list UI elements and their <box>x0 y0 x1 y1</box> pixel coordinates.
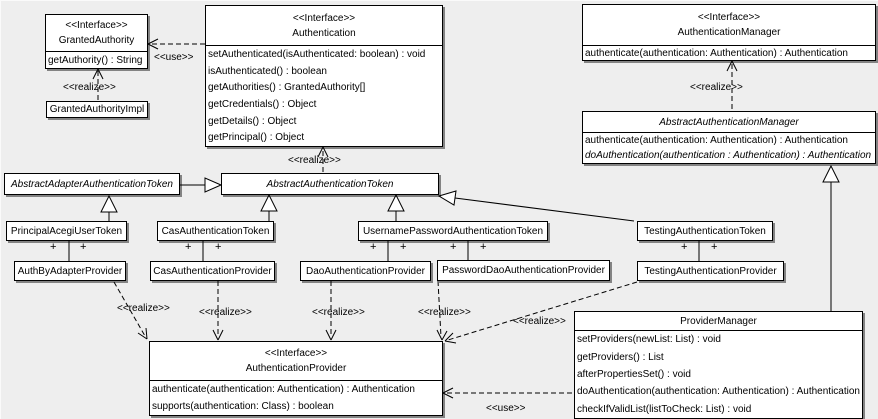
stereotype-label: <<Interface>> <box>292 12 356 24</box>
multiplicity-plus: + <box>711 241 718 253</box>
stereotype-label: <<Interface>> <box>264 348 328 359</box>
edge-generalization-testing-authentication-token[interactable] <box>437 190 635 222</box>
edge-label-realize: <<realize>> <box>199 307 252 318</box>
class-auth-by-adapter-provider[interactable]: AuthByAdapterProvider <box>14 261 126 281</box>
method: checkIfValidList(listToCheck: List) : vo… <box>577 403 752 415</box>
method: getAuthority() : String <box>48 54 143 66</box>
class-name: UsernamePasswordAuthenticationToken <box>362 225 544 237</box>
edge-label-realize: <<realize>> <box>418 307 471 318</box>
class-name: AbstractAdapterAuthenticationToken <box>11 178 173 190</box>
class-password-dao-authentication-provider[interactable]: PasswordDaoAuthenticationProvider <box>437 260 610 281</box>
class-name: GrantedAuthorityImpl <box>49 104 145 115</box>
class-dao-authentication-provider[interactable]: DaoAuthenticationProvider <box>300 261 431 281</box>
method: getAuthorities() : GrantedAuthority[] <box>208 82 366 94</box>
class-name: AuthenticationManager <box>677 27 781 38</box>
edge-label-use: <<use>> <box>154 52 194 63</box>
edge-label-realize: <<realize>> <box>117 303 170 314</box>
edge-generalization-provider-manager[interactable] <box>822 164 840 313</box>
class-name: GrantedAuthority <box>58 35 135 46</box>
edge-use-provider-manager-authentication-provider[interactable] <box>442 387 572 399</box>
class-name: PasswordDaoAuthenticationProvider <box>442 265 605 276</box>
edge-label-use: <<use>> <box>486 403 526 414</box>
class-authentication-provider[interactable]: <<Interface>> AuthenticationProvider aut… <box>149 341 443 416</box>
class-granted-authority-impl[interactable]: GrantedAuthorityImpl <box>46 101 148 118</box>
method: getProviders() : List <box>577 351 664 363</box>
edge-realize-dao-authentication-provider[interactable] <box>325 281 337 341</box>
method: getDetails() : Object <box>208 115 297 127</box>
class-name: AbstractAuthenticationToken <box>266 178 394 190</box>
class-name: AbstractAuthenticationManager <box>659 116 799 128</box>
edge-generalization-principal-acegi-user-token[interactable] <box>100 194 118 221</box>
class-name: CasAuthenticationProvider <box>153 265 272 277</box>
class-cas-authentication-token[interactable]: CasAuthenticationToken <box>157 221 274 241</box>
multiplicity-plus: + <box>50 241 57 253</box>
edge-realize-auth-by-adapter-provider[interactable] <box>113 281 148 340</box>
class-provider-manager[interactable]: ProviderManager setProviders(newList: Li… <box>574 311 863 419</box>
edge-label-realize: <<realize>> <box>312 307 365 318</box>
edge-label-realize: <<realize>> <box>690 82 743 93</box>
multiplicity-plus: + <box>480 241 487 253</box>
class-principal-acegi-user-token[interactable]: PrincipalAcegiUserToken <box>6 221 127 241</box>
class-name: Authentication <box>292 27 356 39</box>
multiplicity-plus: + <box>185 241 192 253</box>
edge-label-realize: <<realize>> <box>288 155 341 166</box>
method: setAuthenticated(isAuthenticated: boolea… <box>208 48 426 60</box>
class-testing-authentication-token[interactable]: TestingAuthenticationToken <box>637 221 773 241</box>
class-name: ProviderManager <box>680 315 757 327</box>
edge-generalization-cas-authentication-token[interactable] <box>260 193 278 221</box>
class-name: AuthenticationProvider <box>245 363 347 374</box>
class-name: TestingAuthenticationProvider <box>644 265 777 277</box>
method: doAuthentication(authentication: Authent… <box>577 386 860 398</box>
method: authenticate(authentication: Authenticat… <box>585 135 848 146</box>
multiplicity-plus: + <box>370 241 377 253</box>
multiplicity-plus: + <box>450 241 457 253</box>
edge-label-realize: <<realize>> <box>63 82 116 93</box>
edge-realize-granted-authority-impl[interactable] <box>92 68 104 100</box>
multiplicity-plus: + <box>80 241 87 253</box>
edge-label-realize: <<realize>> <box>513 316 566 327</box>
class-name: PrincipalAcegiUserToken <box>10 225 123 237</box>
multiplicity-plus: + <box>400 241 407 253</box>
method: authenticate(authentication: Authenticat… <box>585 47 848 59</box>
edge-generalization-username-password-token[interactable] <box>387 193 405 221</box>
method: supports(authentication: Class) : boolea… <box>152 401 334 412</box>
class-abstract-authentication-token[interactable]: AbstractAuthenticationToken <box>221 173 439 195</box>
class-abstract-adapter-authentication-token[interactable]: AbstractAdapterAuthenticationToken <box>4 173 180 195</box>
stereotype-label: <<Interface>> <box>697 12 761 23</box>
method: afterPropertiesSet() : void <box>577 369 691 381</box>
class-name: CasAuthenticationToken <box>161 225 270 237</box>
class-authentication[interactable]: <<Interface>> Authentication setAuthenti… <box>205 5 443 147</box>
class-granted-authority[interactable]: <<Interface>> GrantedAuthority getAuthor… <box>45 14 148 69</box>
edge-realize-testing-authentication-provider[interactable] <box>444 281 638 344</box>
multiplicity-plus: + <box>215 241 222 253</box>
edge-use-authentication-granted-authority[interactable] <box>147 38 205 50</box>
edge-generalization-adapter-token-to-abstract-token[interactable] <box>180 177 223 193</box>
class-authentication-manager[interactable]: <<Interface>> AuthenticationManager auth… <box>582 4 876 61</box>
method: isAuthenticated() : boolean <box>208 65 327 77</box>
class-name: AuthByAdapterProvider <box>17 265 123 277</box>
method: setProviders(newList: List) : void <box>577 334 721 346</box>
method: getPrincipal() : Object <box>208 132 305 144</box>
class-name: DaoAuthenticationProvider <box>306 265 425 277</box>
stereotype-label: <<Interface>> <box>65 20 128 31</box>
method: getCredentials() : Object <box>208 98 317 110</box>
edge-realize-password-dao-authentication-provider[interactable] <box>436 280 448 341</box>
edge-realize-abstract-authentication-manager[interactable] <box>726 60 738 109</box>
method: authenticate(authentication: Authenticat… <box>152 384 415 395</box>
class-abstract-authentication-manager[interactable]: AbstractAuthenticationManager authentica… <box>582 111 876 164</box>
class-name: TestingAuthenticationToken <box>644 225 766 237</box>
method-abstract: doAuthentication(authentication : Authen… <box>585 150 872 161</box>
class-cas-authentication-provider[interactable]: CasAuthenticationProvider <box>150 261 275 281</box>
class-testing-authentication-provider[interactable]: TestingAuthenticationProvider <box>637 261 784 281</box>
class-username-password-authentication-token[interactable]: UsernamePasswordAuthenticationToken <box>358 221 548 241</box>
multiplicity-plus: + <box>681 241 688 253</box>
edge-realize-cas-authentication-provider[interactable] <box>212 281 224 341</box>
edge-realize-abstract-authentication-token[interactable] <box>317 146 329 172</box>
